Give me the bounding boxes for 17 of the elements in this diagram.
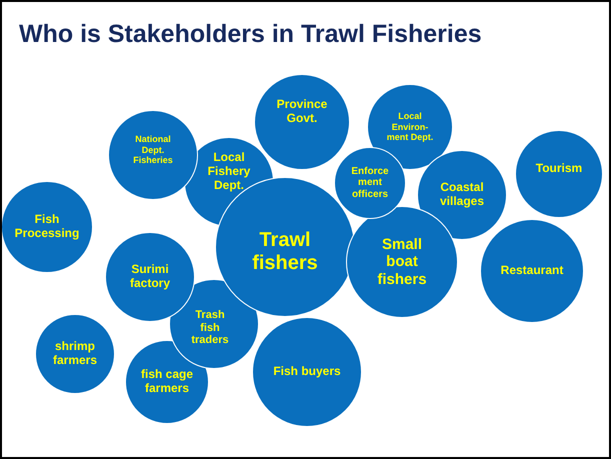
stakeholder-label: Small boat fishers: [376, 236, 428, 288]
stakeholder-label: Restaurant: [500, 264, 564, 278]
stakeholder-label: Tourism: [534, 162, 584, 176]
stakeholder-label: Enforce ment officers: [350, 166, 390, 200]
stakeholder-label: National Dept. Fisheries: [132, 134, 174, 166]
stakeholder-label: Fish Processing: [14, 213, 80, 241]
stakeholder-label: Trawl fishers: [251, 229, 319, 275]
stakeholder-label: Surimi factory: [128, 263, 171, 291]
slide-title: Who is Stakeholders in Trawl Fisheries: [19, 20, 482, 49]
stakeholder-label: fish cage farmers: [140, 368, 194, 396]
stakeholder-label: Local Fishery Dept.: [206, 151, 252, 193]
stakeholder-label: Coastal villages: [438, 181, 486, 209]
stakeholder-label: shrimp farmers: [52, 340, 98, 368]
stakeholder-label: Fish buyers: [272, 365, 342, 379]
stakeholder-label: Local Environ-ment Dept.: [386, 111, 434, 143]
stakeholder-label: Province Govt.: [276, 98, 328, 126]
stakeholder-label: Trash fish traders: [190, 309, 230, 347]
